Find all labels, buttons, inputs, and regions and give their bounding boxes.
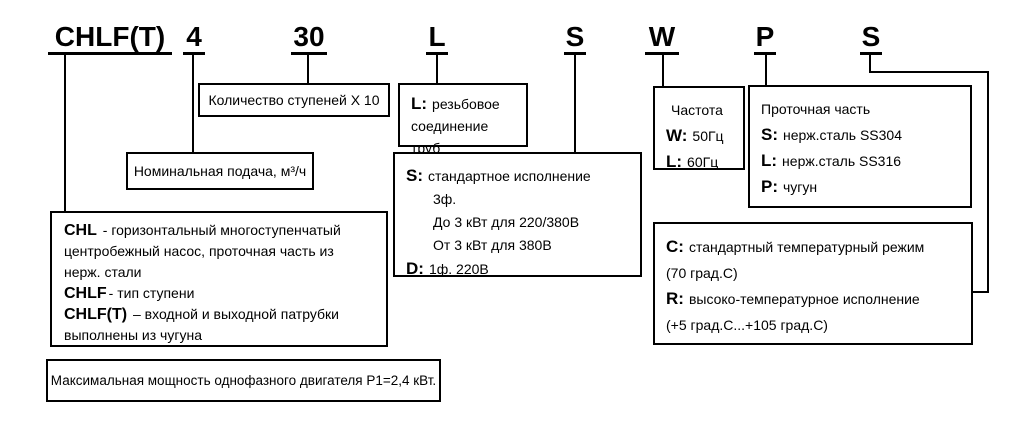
frequency-code-w: W: [666,126,688,145]
connector-line-temperature-entry [973,291,989,293]
series-chl-description: CHL - горизонтальный многоступенчатый це… [64,220,374,283]
temperature-standard-range: (70 град.С) [666,265,738,281]
temperature-code-r: R: [666,289,684,308]
code-part-connection: L [426,20,448,55]
flow-part-option-ss304: S: нерж.сталь SS304 [761,122,959,148]
pipe-connection-box: L:резьбовое соединение труб [398,83,528,156]
series-chlft-description: CHLF(T) – входной и выходной патрубки вы… [64,304,374,346]
pipe-connection-code: L: [411,94,428,113]
flow-part-option-ss316: L:нерж.сталь SS316 [761,148,959,174]
nominal-flow-text: Номинальная подача, м³/ч [133,163,307,179]
connector-line-stages [307,55,309,84]
connector-line-material [765,55,767,85]
series-description-box: CHL - горизонтальный многоступенчатый це… [50,211,388,347]
flow-part-value-ss316: нерж.сталь SS316 [782,153,902,169]
electrical-option-single-phase: D:1ф. 220В [406,257,629,281]
series-code-chl: CHL [64,222,97,239]
stages-box: Количество ступеней Х 10 [198,83,390,117]
electrical-single-phase-text: 1ф. 220В [428,261,489,277]
series-code-chlft: CHLF(T) [64,306,128,323]
nominal-flow-box: Номинальная подача, м³/ч [126,152,314,190]
electrical-detail-under-3kw: До 3 кВт для 220/380В [433,214,580,230]
stages-text: Количество ступеней Х 10 [208,92,380,108]
flow-part-value-ss304: нерж.сталь SS304 [783,127,902,143]
electrical-option-standard: S: стандартное исполнение [406,164,629,188]
series-chlf-text: - тип ступени [108,285,195,301]
frequency-value-60hz: 60Гц [687,154,719,170]
connector-line-temperature-side [987,71,989,293]
series-code-chlf: CHLF [64,285,107,302]
electrical-box: S: стандартное исполнение 3ф. До 3 кВт дл… [393,152,642,278]
electrical-standard-text: стандартное исполнение [428,168,591,184]
connector-line-electrical [574,55,576,152]
connector-line-temperature-top [869,71,989,73]
code-part-temperature: S [860,20,882,55]
code-part-material: P [754,20,776,55]
connector-line-flow [192,55,194,152]
electrical-code-d: D: [406,259,424,278]
code-part-flow: 4 [183,20,205,55]
frequency-code-l: L: [666,152,683,171]
temperature-box: C:стандартный температурный режим (70 гр… [653,222,973,345]
code-part-series: CHLF(T) [48,20,172,55]
code-part-stages: 30 [291,20,327,55]
temperature-option-standard: C:стандартный температурный режим [666,234,960,260]
flow-part-option-cast-iron: P: чугун [761,174,959,200]
series-chlft-text: – входной и выходной патрубки выполнены … [64,306,339,343]
flow-part-code-s: S: [761,125,778,144]
temperature-high-text: высоко-температурное исполнение [688,291,920,307]
frequency-box: Частота W:50Гц L:60Гц [653,86,745,171]
connector-line-connection [436,55,438,84]
max-power-text: Максимальная мощность однофазного двигат… [50,372,437,388]
temperature-code-c: C: [666,237,684,256]
flow-part-code-p: P: [761,177,778,196]
series-chlf-description: CHLF- тип ступени [64,283,374,304]
code-part-electrical: S [564,20,586,55]
electrical-detail-phases: 3ф. [433,191,457,207]
temperature-high-range: (+5 град.С...+105 град.С) [666,317,828,333]
connector-line-series [64,55,66,211]
electrical-code-s: S: [406,166,423,185]
frequency-option-50hz: W:50Гц [666,123,732,149]
flow-part-title: Проточная часть [761,101,871,117]
temperature-option-high: R:высоко-температурное исполнение [666,286,960,312]
connector-line-temperature-drop [869,55,871,73]
flow-part-code-l: L: [761,151,778,170]
connector-line-frequency [662,55,664,86]
temperature-standard-text: стандартный температурный режим [688,239,925,255]
frequency-value-50hz: 50Гц [692,128,724,144]
frequency-option-60hz: L:60Гц [666,149,732,175]
code-part-frequency: W [645,20,679,55]
max-power-box: Максимальная мощность однофазного двигат… [46,359,441,402]
electrical-detail-over-3kw: От 3 кВт для 380В [433,237,552,253]
flow-part-value-cast-iron: чугун [783,179,818,195]
flow-part-box: Проточная часть S: нерж.сталь SS304 L:нер… [748,85,972,208]
series-chl-text: - горизонтальный многоступенчатый центро… [64,222,341,280]
frequency-title: Частота [671,102,723,118]
